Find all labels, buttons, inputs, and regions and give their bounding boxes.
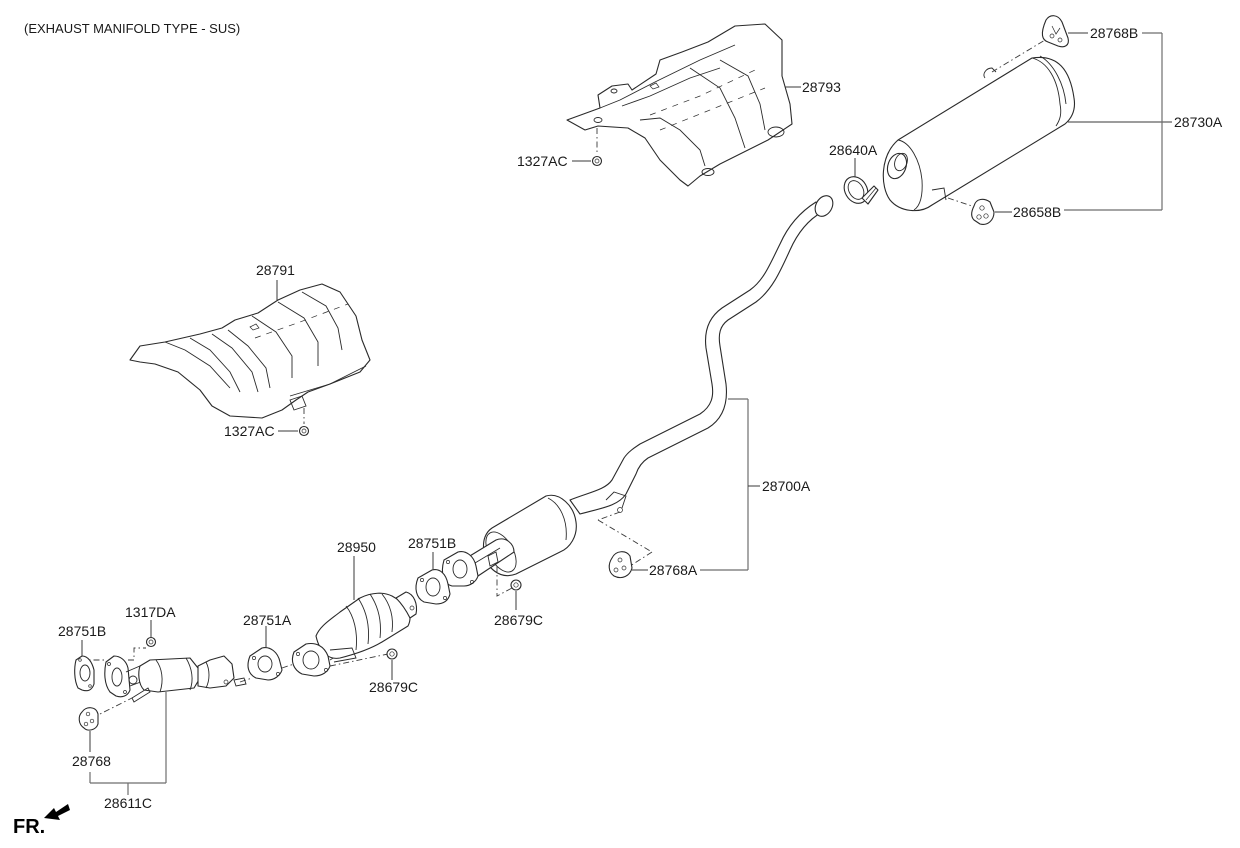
- label-28791: 28791: [256, 262, 295, 278]
- rear-muffler[interactable]: [882, 55, 1076, 212]
- label-28751B-center: 28751B: [408, 535, 456, 551]
- clamp[interactable]: [839, 172, 879, 207]
- hanger-front[interactable]: [78, 707, 99, 731]
- nut-center-protector[interactable]: [298, 425, 310, 437]
- hanger-center[interactable]: [608, 551, 633, 579]
- label-28793: 28793: [802, 79, 841, 95]
- diagram-title: (EXHAUST MANIFOLD TYPE - SUS): [24, 21, 240, 36]
- label-28768A: 28768A: [649, 562, 698, 578]
- hanger-rear-lower[interactable]: [971, 198, 995, 225]
- front-direction-indicator: FR.: [13, 804, 70, 838]
- label-28751B-front: 28751B: [58, 623, 106, 639]
- label-28768B: 28768B: [1090, 25, 1138, 41]
- label-28950: 28950: [337, 539, 376, 555]
- hanger-rear-upper[interactable]: [1041, 15, 1069, 48]
- center-muffler[interactable]: [441, 192, 836, 587]
- label-1327AC-center: 1327AC: [224, 423, 275, 439]
- gasket-converter[interactable]: [247, 647, 283, 681]
- nut-center[interactable]: [510, 579, 522, 591]
- label-28658B: 28658B: [1013, 204, 1061, 220]
- nut-converter[interactable]: [386, 648, 398, 660]
- label-28700A: 28700A: [762, 478, 811, 494]
- heat-protector-center[interactable]: [129, 283, 371, 419]
- catalytic-converter[interactable]: [291, 591, 418, 677]
- fr-label: FR.: [13, 816, 45, 838]
- label-28679C-center: 28679C: [494, 612, 543, 628]
- front-arrow-icon: [44, 804, 70, 820]
- front-pipe[interactable]: [104, 655, 247, 703]
- label-28751A: 28751A: [243, 612, 292, 628]
- label-28679C-converter: 28679C: [369, 679, 418, 695]
- nut-rear-protector[interactable]: [591, 155, 603, 167]
- gasket-center[interactable]: [415, 569, 451, 605]
- label-1327AC-rear: 1327AC: [517, 153, 568, 169]
- heat-protector-rear[interactable]: [566, 23, 793, 187]
- label-28768: 28768: [72, 753, 111, 769]
- label-1317DA: 1317DA: [125, 604, 176, 620]
- label-28611C: 28611C: [104, 795, 152, 811]
- label-28730A: 28730A: [1174, 114, 1223, 130]
- nut-front[interactable]: [145, 636, 157, 648]
- gasket-front[interactable]: [74, 655, 95, 692]
- label-28640A: 28640A: [829, 142, 878, 158]
